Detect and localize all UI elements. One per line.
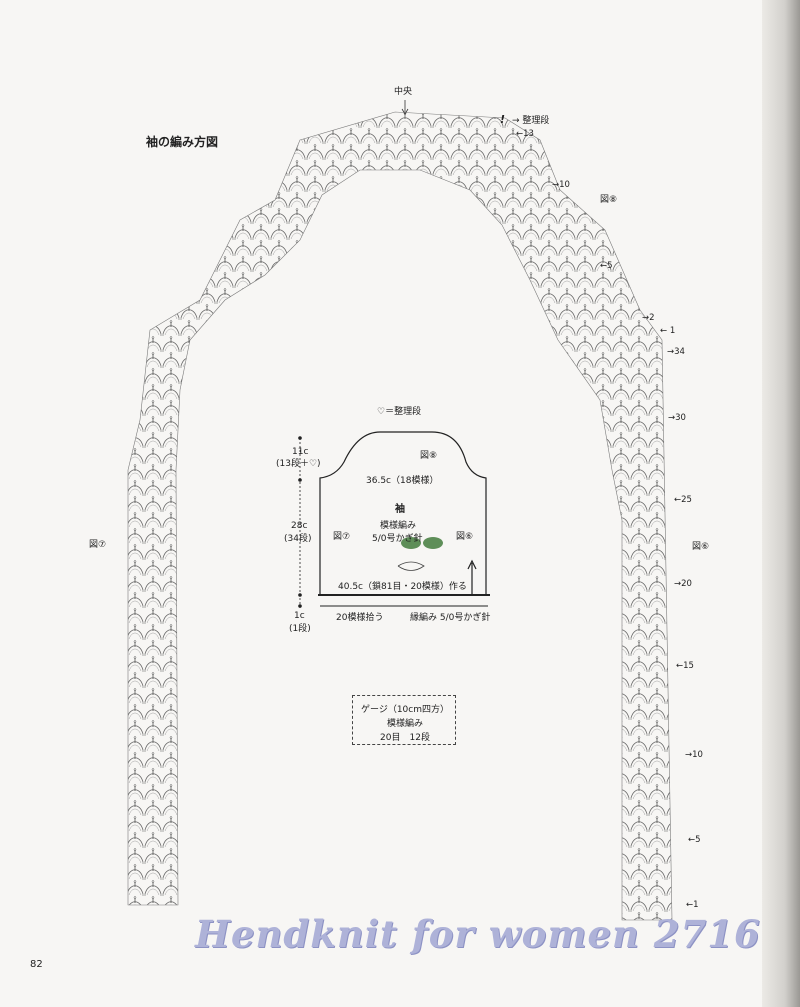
top-rows: (13段＋♡) — [276, 459, 321, 469]
row-marker: ←13 — [516, 129, 534, 139]
hook-label: 5/0号かぎ針 — [372, 534, 423, 544]
edge-height: 1c — [294, 611, 305, 621]
pick-up-label: 20模様拾う — [336, 613, 384, 623]
gauge-box: ゲージ（10cm四方） 模様編み 20目 12段 — [352, 695, 456, 745]
edging-label: 縁編み 5/0号かぎ針 — [410, 613, 491, 623]
mid-height: 28c — [291, 521, 308, 531]
figure-label-6: 図⑥ — [692, 542, 710, 552]
finishing-row-label: → 整理段 — [512, 116, 550, 126]
page-binding-shadow — [762, 0, 800, 1007]
row-marker: ←5 — [688, 835, 701, 845]
center-label: 中央 — [394, 87, 413, 97]
lace-chart-band — [127, 111, 673, 921]
watermark: Hendknit for women 2716 — [195, 912, 761, 956]
schematic-fig8: 図⑧ — [420, 451, 438, 461]
row-marker: →2 — [642, 313, 655, 323]
row-marker: ←5 — [600, 261, 613, 271]
top-width: 36.5c（18模様） — [366, 476, 439, 486]
sleeve-schematic — [319, 431, 487, 596]
row-marker: ←15 — [676, 661, 694, 671]
mid-rows: (34段) — [284, 534, 312, 544]
row-marker: →34 — [667, 347, 685, 357]
top-height: 11c — [292, 447, 309, 457]
edge-rows: (1段) — [289, 624, 311, 634]
legend-heart: ♡＝整理段 — [377, 407, 422, 417]
gauge-title: ゲージ（10cm四方） — [361, 705, 449, 715]
row-marker: ← 1 — [660, 326, 676, 336]
row-marker: ←25 — [674, 495, 692, 505]
bottom-width: 40.5c（鎖81目・20模様）作る — [338, 582, 467, 592]
row-marker: ←1 — [686, 900, 699, 910]
figure-label-8: 図⑧ — [600, 195, 618, 205]
sleeve-name: 袖 — [395, 504, 405, 515]
schematic-fig7: 図⑦ — [333, 532, 351, 542]
pattern-label: 模様編み — [380, 521, 417, 531]
schematic-fig6: 図⑥ — [456, 532, 474, 542]
row-marker: →20 — [674, 579, 692, 589]
row-marker: →30 — [668, 413, 686, 423]
page-number: 82 — [30, 959, 43, 970]
gauge-pattern: 模様編み — [386, 719, 423, 729]
gauge-values: 20目 12段 — [380, 733, 430, 743]
chart-title: 袖の編み方図 — [146, 135, 219, 149]
warning-mark: ! — [500, 113, 506, 126]
row-marker: →10 — [685, 750, 703, 760]
figure-label-7: 図⑦ — [89, 540, 107, 550]
row-marker: →10 — [552, 180, 570, 190]
